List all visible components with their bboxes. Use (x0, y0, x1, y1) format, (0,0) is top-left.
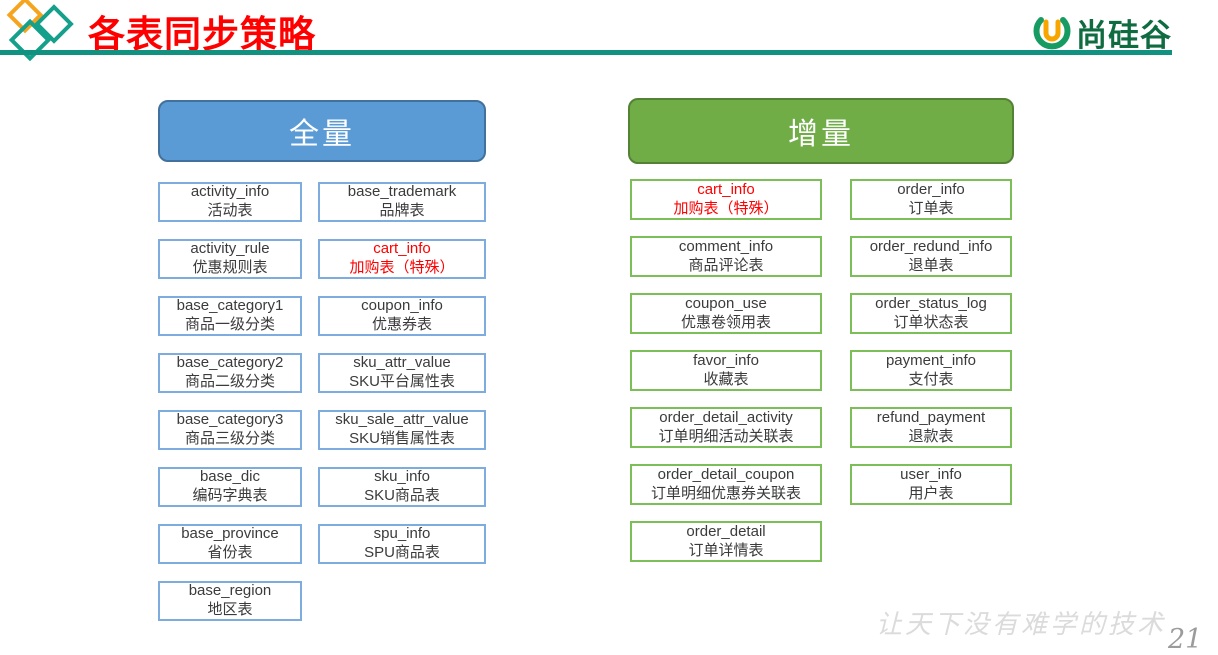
table-name: activity_rule (190, 240, 270, 258)
table-box: sku_info SKU商品表 (318, 467, 486, 507)
table-desc: 商品评论表 (688, 256, 764, 274)
table-desc: 退单表 (908, 256, 954, 274)
table-box: coupon_use 优惠卷领用表 (630, 293, 822, 334)
table-desc: SPU商品表 (364, 544, 440, 561)
table-box: order_info 订单表 (850, 179, 1012, 220)
table-desc: 退款表 (908, 427, 954, 445)
watermark-slogan: 让天下没有难学的技术 (876, 610, 1167, 640)
table-desc: 商品二级分类 (184, 373, 275, 390)
table-box: base_dic 编码字典表 (158, 467, 302, 507)
table-name: base_dic (199, 468, 261, 486)
table-box: sku_attr_value SKU平台属性表 (318, 353, 486, 393)
table-desc: 活动表 (207, 202, 253, 219)
table-desc: 优惠券表 (371, 316, 432, 333)
page-title: 各表同步策略 (88, 14, 316, 55)
table-desc: 优惠规则表 (192, 259, 268, 276)
table-desc: SKU销售属性表 (349, 430, 455, 447)
table-name: base_category1 (176, 297, 284, 315)
table-box: base_region 地区表 (158, 581, 302, 621)
table-name: base_trademark (347, 183, 457, 201)
table-name: payment_info (885, 351, 977, 369)
table-name: coupon_use (685, 294, 767, 312)
table-name: refund_payment (876, 408, 986, 426)
table-box: order_status_log 订单状态表 (850, 293, 1012, 334)
table-name: user_info (900, 465, 962, 483)
table-desc: 优惠卷领用表 (680, 313, 771, 331)
table-desc: 加购表（特殊） (349, 259, 455, 276)
table-box: sku_sale_attr_value SKU销售属性表 (318, 410, 486, 450)
table-name: order_status_log (875, 294, 987, 312)
table-desc: 收藏表 (703, 370, 749, 388)
table-desc: 支付表 (908, 370, 954, 388)
table-desc: SKU平台属性表 (349, 373, 455, 390)
table-name: order_detail (686, 522, 766, 540)
table-name: comment_info (678, 237, 774, 255)
table-box: base_province 省份表 (158, 524, 302, 564)
table-box: spu_info SPU商品表 (318, 524, 486, 564)
table-desc: 订单状态表 (893, 313, 969, 331)
table-name: cart_info (697, 180, 755, 198)
table-desc: 编码字典表 (192, 487, 268, 504)
table-name: base_category3 (176, 411, 284, 429)
table-name: sku_attr_value (353, 354, 451, 372)
table-name: order_detail_activity (659, 408, 793, 426)
table-name: base_category2 (176, 354, 284, 372)
table-box: base_trademark 品牌表 (318, 182, 486, 222)
table-box: comment_info 商品评论表 (630, 236, 822, 277)
incremental-sync-column-1: cart_info 加购表（特殊） comment_info 商品评论表 cou… (630, 179, 822, 562)
table-box: coupon_info 优惠券表 (318, 296, 486, 336)
brand-logo: 尚硅谷 (1032, 10, 1172, 55)
table-name: cart_info (373, 240, 431, 258)
table-desc: 加购表（特殊） (673, 199, 779, 217)
full-sync-column-2: base_trademark 品牌表 cart_info 加购表（特殊） cou… (318, 182, 486, 564)
table-name: coupon_info (361, 297, 443, 315)
table-name: spu_info (373, 525, 431, 543)
u-logo-icon (1033, 16, 1071, 49)
table-box-special: cart_info 加购表（特殊） (318, 239, 486, 279)
page-number: 21 (1168, 624, 1203, 655)
table-box: payment_info 支付表 (850, 350, 1012, 391)
incremental-sync-column-2: order_info 订单表 order_redund_info 退单表 ord… (850, 179, 1012, 505)
table-name: order_info (897, 180, 965, 198)
table-box: order_redund_info 退单表 (850, 236, 1012, 277)
table-name: order_detail_coupon (657, 465, 795, 483)
brand-name: 尚硅谷 (1076, 18, 1172, 53)
table-box: favor_info 收藏表 (630, 350, 822, 391)
table-desc: 地区表 (207, 601, 253, 618)
table-box: base_category2 商品二级分类 (158, 353, 302, 393)
table-box: order_detail_activity 订单明细活动关联表 (630, 407, 822, 448)
table-name: activity_info (190, 183, 270, 201)
table-desc: 订单详情表 (688, 541, 764, 559)
full-sync-header: 全量 (158, 100, 486, 162)
table-name: order_redund_info (869, 237, 993, 255)
table-desc: 商品一级分类 (184, 316, 275, 333)
table-box: order_detail_coupon 订单明细优惠券关联表 (630, 464, 822, 505)
incremental-sync-header: 增量 (628, 98, 1014, 164)
table-name: base_region (188, 582, 272, 600)
table-name: favor_info (693, 351, 759, 369)
table-desc: 品牌表 (379, 202, 425, 219)
table-box: base_category1 商品一级分类 (158, 296, 302, 336)
table-desc: 订单明细优惠券关联表 (650, 484, 801, 502)
table-box: activity_rule 优惠规则表 (158, 239, 302, 279)
table-box: order_detail 订单详情表 (630, 521, 822, 562)
divider-line (0, 50, 1172, 55)
table-name: sku_sale_attr_value (335, 411, 469, 429)
table-box-special: cart_info 加购表（特殊） (630, 179, 822, 220)
table-box: user_info 用户表 (850, 464, 1012, 505)
table-box: refund_payment 退款表 (850, 407, 1012, 448)
table-desc: SKU商品表 (364, 487, 440, 504)
table-name: sku_info (374, 468, 430, 486)
table-name: base_province (181, 525, 279, 543)
table-desc: 订单表 (908, 199, 954, 217)
table-desc: 用户表 (908, 484, 954, 502)
table-desc: 订单明细活动关联表 (658, 427, 794, 445)
table-desc: 商品三级分类 (184, 430, 275, 447)
full-sync-column-1: activity_info 活动表 activity_rule 优惠规则表 ba… (158, 182, 302, 621)
table-desc: 省份表 (207, 544, 253, 561)
table-box: base_category3 商品三级分类 (158, 410, 302, 450)
table-box: activity_info 活动表 (158, 182, 302, 222)
